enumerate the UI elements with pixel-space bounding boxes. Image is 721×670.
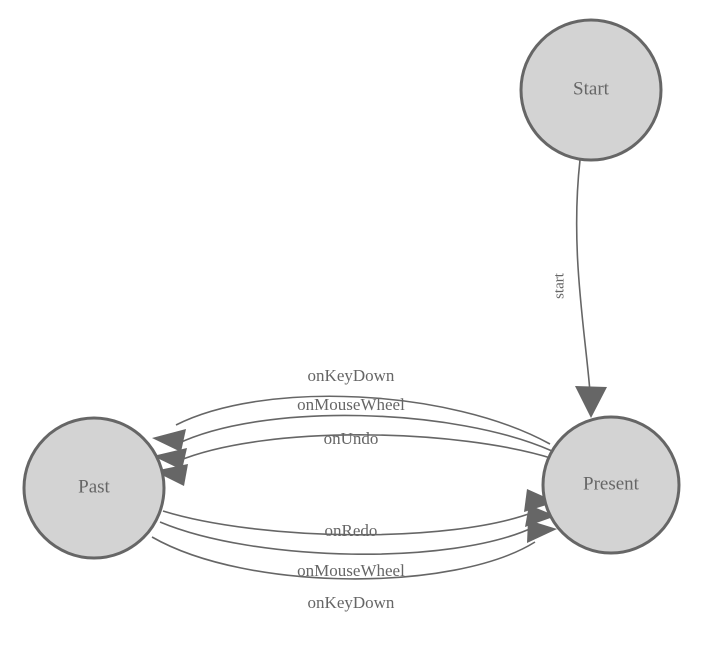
- edge-label-past-present-3: onKeyDown: [308, 593, 395, 612]
- edge-label-past-present-1: onRedo: [325, 521, 378, 540]
- edge-label-start: start: [551, 272, 567, 299]
- edge-label-present-past-3: onUndo: [324, 429, 379, 448]
- node-start[interactable]: Start: [519, 18, 663, 162]
- edge-present-to-past-onkeydown[interactable]: onKeyDown: [152, 366, 551, 452]
- edge-past-to-present-onmousewheel[interactable]: onMouseWheel: [159, 505, 556, 580]
- edge-label-present-past-1: onKeyDown: [308, 366, 395, 385]
- edge-path-present-past-3: [177, 434, 555, 462]
- arrowhead-present-past-1: [152, 429, 186, 452]
- edge-present-to-past-onmousewheel[interactable]: onMouseWheel: [153, 395, 553, 470]
- edge-present-to-past-onundo[interactable]: onUndo: [154, 429, 555, 486]
- node-past-label: Past: [78, 476, 110, 497]
- node-start-label: Start: [573, 78, 610, 99]
- node-start-circle: [519, 18, 663, 162]
- arrowhead-present-past-2: [153, 448, 187, 470]
- edge-path-past-present-3: [151, 536, 536, 580]
- edge-past-to-present-onkeydown[interactable]: onKeyDown: [151, 520, 557, 612]
- node-present-circle: [541, 415, 681, 555]
- edge-path-present-past-2: [176, 414, 553, 452]
- edge-past-to-present-onredo[interactable]: onRedo: [162, 489, 556, 540]
- node-present[interactable]: Present: [541, 415, 681, 555]
- arrowhead-past-present-3: [527, 520, 557, 543]
- edge-path-past-present-1: [162, 510, 535, 536]
- edge-path-start-present: [575, 159, 591, 393]
- edge-path-present-past-1: [175, 395, 551, 445]
- node-past[interactable]: Past: [22, 416, 166, 560]
- arrowhead-start-present: [575, 386, 607, 418]
- edge-label-present-past-2: onMouseWheel: [297, 395, 405, 414]
- edge-label-past-present-2: onMouseWheel: [297, 561, 405, 580]
- edge-path-past-present-2: [159, 521, 535, 555]
- node-present-label: Present: [583, 473, 640, 494]
- edge-start-to-present[interactable]: start: [551, 159, 607, 418]
- node-past-circle: [22, 416, 166, 560]
